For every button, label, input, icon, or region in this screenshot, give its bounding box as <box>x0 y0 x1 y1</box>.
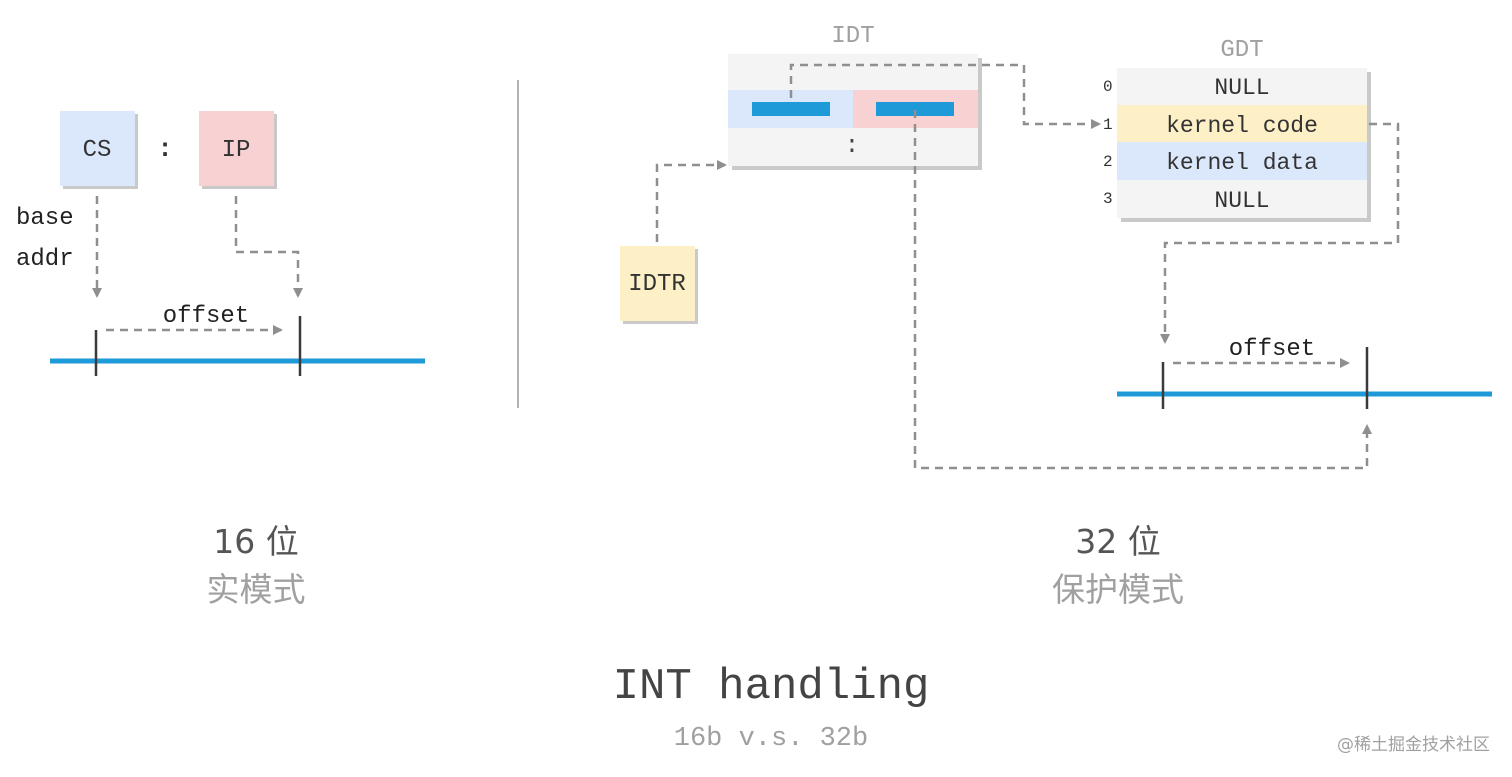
right-offset-label: offset <box>1229 336 1315 363</box>
idt-selector-bar <box>752 102 830 116</box>
idt-offset-bar <box>876 102 954 116</box>
gdt-table: 0 1 2 3 NULL kernel code kernel data NUL… <box>1103 68 1371 222</box>
gdt-row-2-index: 2 <box>1103 153 1113 171</box>
gdt-row-0-index: 0 <box>1103 78 1113 96</box>
idt-ellipsis: : <box>845 133 859 160</box>
gdt-title: GDT <box>1220 37 1263 64</box>
gdt-row-3-index: 3 <box>1103 190 1113 208</box>
gdt-row-0-label: NULL <box>1214 75 1269 101</box>
right-caption-mode: 保护模式 <box>1052 570 1184 609</box>
base-addr-label-line2: addr <box>16 246 74 273</box>
idtr-box-fill <box>620 246 695 321</box>
gdt-row-0 <box>1117 68 1367 105</box>
cs-box: CS <box>60 111 138 189</box>
gdt-row-1-label: kernel code <box>1166 113 1318 139</box>
diagram-subtitle: 16b v.s. 32b <box>674 724 868 754</box>
gdt-row-2 <box>1117 142 1367 180</box>
gdt-row-3 <box>1117 180 1367 218</box>
cs-label: CS <box>83 137 112 164</box>
idt-title: IDT <box>831 23 874 50</box>
gdt-row-1 <box>1117 105 1367 142</box>
idtr-to-idt-arrow <box>655 160 727 242</box>
right-caption-bits: 32 位 <box>1075 522 1160 561</box>
segment-colon: : <box>157 134 173 164</box>
watermark: @稀土掘金技术社区 <box>1337 735 1490 755</box>
gdt-row-1-index: 1 <box>1103 116 1113 134</box>
ip-box: IP <box>199 111 277 189</box>
cs-box-fill <box>60 111 135 186</box>
left-offset-label: offset <box>163 303 249 330</box>
gdt-base-to-bus-arrow <box>1160 122 1400 344</box>
ip-offset-arrow <box>234 196 303 298</box>
idt-offset-to-target-arrow <box>913 110 1372 470</box>
left-caption-bits: 16 位 <box>213 522 298 561</box>
ip-label: IP <box>222 137 251 164</box>
idt-selector-to-gdt-arrow <box>789 63 1101 129</box>
idtr-box: IDTR <box>620 246 698 324</box>
left-caption-mode: 实模式 <box>207 570 306 609</box>
diagram-title: INT handling <box>613 662 930 712</box>
ip-box-fill <box>199 111 274 186</box>
gdt-row-2-label: kernel data <box>1166 150 1318 176</box>
idt-table: : <box>728 54 982 170</box>
idtr-label: IDTR <box>628 271 686 298</box>
base-addr-label-line1: base <box>16 205 74 232</box>
gdt-row-3-label: NULL <box>1214 188 1269 214</box>
